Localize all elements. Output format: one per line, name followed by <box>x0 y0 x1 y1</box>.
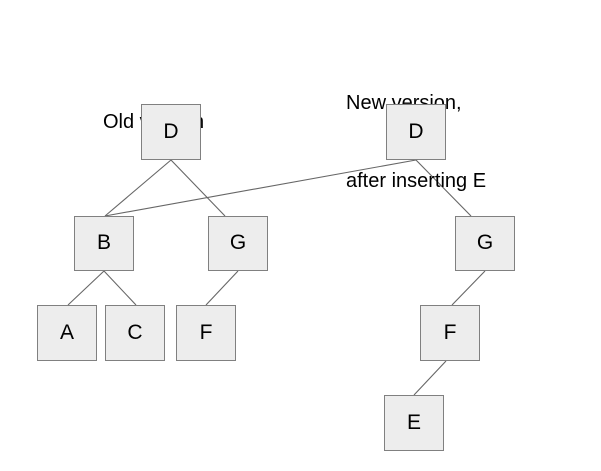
edge-old-b-to-old-a <box>67 270 105 306</box>
node-new-g-label: G <box>476 231 494 254</box>
node-old-c-label: C <box>127 320 143 344</box>
node-old-b[interactable]: B <box>74 216 134 271</box>
node-old-g-label: G <box>229 231 247 254</box>
node-old-d[interactable]: D <box>141 104 201 160</box>
edge-new-f-to-new-e <box>413 360 447 396</box>
node-new-e-label: E <box>406 410 421 434</box>
node-old-a-label: A <box>59 320 74 344</box>
node-old-f[interactable]: F <box>176 305 236 361</box>
caption-new-version: New version, after inserting E <box>346 38 486 246</box>
node-new-g[interactable]: G <box>455 216 515 271</box>
node-new-f-label: F <box>443 320 457 344</box>
node-old-c[interactable]: C <box>105 305 165 361</box>
edge-new-g-to-new-f <box>451 270 486 306</box>
node-old-b-label: B <box>96 231 111 254</box>
node-new-d-label: D <box>408 119 424 143</box>
node-old-f-label: F <box>199 320 213 344</box>
node-new-f[interactable]: F <box>420 305 480 361</box>
node-old-g[interactable]: G <box>208 216 268 271</box>
node-new-d[interactable]: D <box>386 104 446 160</box>
node-new-e[interactable]: E <box>384 395 444 451</box>
caption-new-version-line2: after inserting E <box>346 170 487 192</box>
edge-old-b-to-old-c <box>103 270 137 306</box>
node-old-d-label: D <box>163 119 179 143</box>
node-old-a[interactable]: A <box>37 305 97 361</box>
edge-old-g-to-old-f <box>205 270 239 306</box>
